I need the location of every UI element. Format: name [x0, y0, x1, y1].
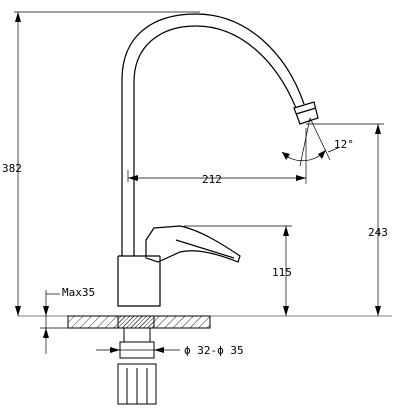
arrow-212-right	[296, 175, 306, 181]
faucet-outline	[117, 13, 319, 307]
spout-inner-line	[133, 25, 297, 256]
lever-detail	[175, 239, 235, 259]
label-spout-reach: 212	[202, 173, 222, 186]
mounting-nut	[117, 363, 157, 405]
dimension-labels: 382 212 243 115 Max35 ϕ 32-ϕ 35 12°	[2, 138, 388, 357]
label-max-thickness: Max35	[62, 286, 95, 299]
arrow-243-top	[375, 124, 381, 134]
lever-handle	[145, 225, 241, 263]
counter-section	[18, 315, 392, 329]
arrow-angle-right	[318, 150, 326, 159]
arrow-382-bottom	[15, 306, 21, 316]
label-hole-diameter: ϕ 32-ϕ 35	[184, 344, 244, 357]
spout-tip	[293, 101, 319, 125]
shank-upper	[123, 327, 151, 343]
spout-outer-line	[121, 13, 305, 256]
label-total-height: 382	[2, 162, 22, 175]
faucet-body	[117, 256, 161, 307]
arrow-115-top	[283, 226, 289, 236]
counter-hole-seal	[117, 315, 155, 329]
mounting-shank	[117, 327, 157, 405]
arrow-max35-top	[43, 306, 49, 316]
arrow-angle-left	[282, 152, 290, 160]
dimension-lines	[14, 11, 384, 354]
dim-angle-leader	[327, 147, 339, 153]
arrow-max35-bottom	[43, 328, 49, 338]
arrow-212-left	[128, 175, 138, 181]
arrow-243-bottom	[375, 306, 381, 316]
dim-angle-ray-1	[299, 117, 311, 167]
dim-angle-ray-2	[309, 117, 331, 161]
label-spout-angle: 12°	[334, 138, 354, 151]
arrow-115-bottom	[283, 306, 289, 316]
label-lever-height: 115	[272, 266, 292, 279]
arrow-dia-left	[110, 347, 120, 353]
label-outlet-height: 243	[368, 226, 388, 239]
arrow-382-top	[15, 12, 21, 22]
dimension-arrows	[15, 12, 381, 353]
spout-tip-band	[295, 107, 317, 115]
arrow-dia-right	[154, 347, 164, 353]
